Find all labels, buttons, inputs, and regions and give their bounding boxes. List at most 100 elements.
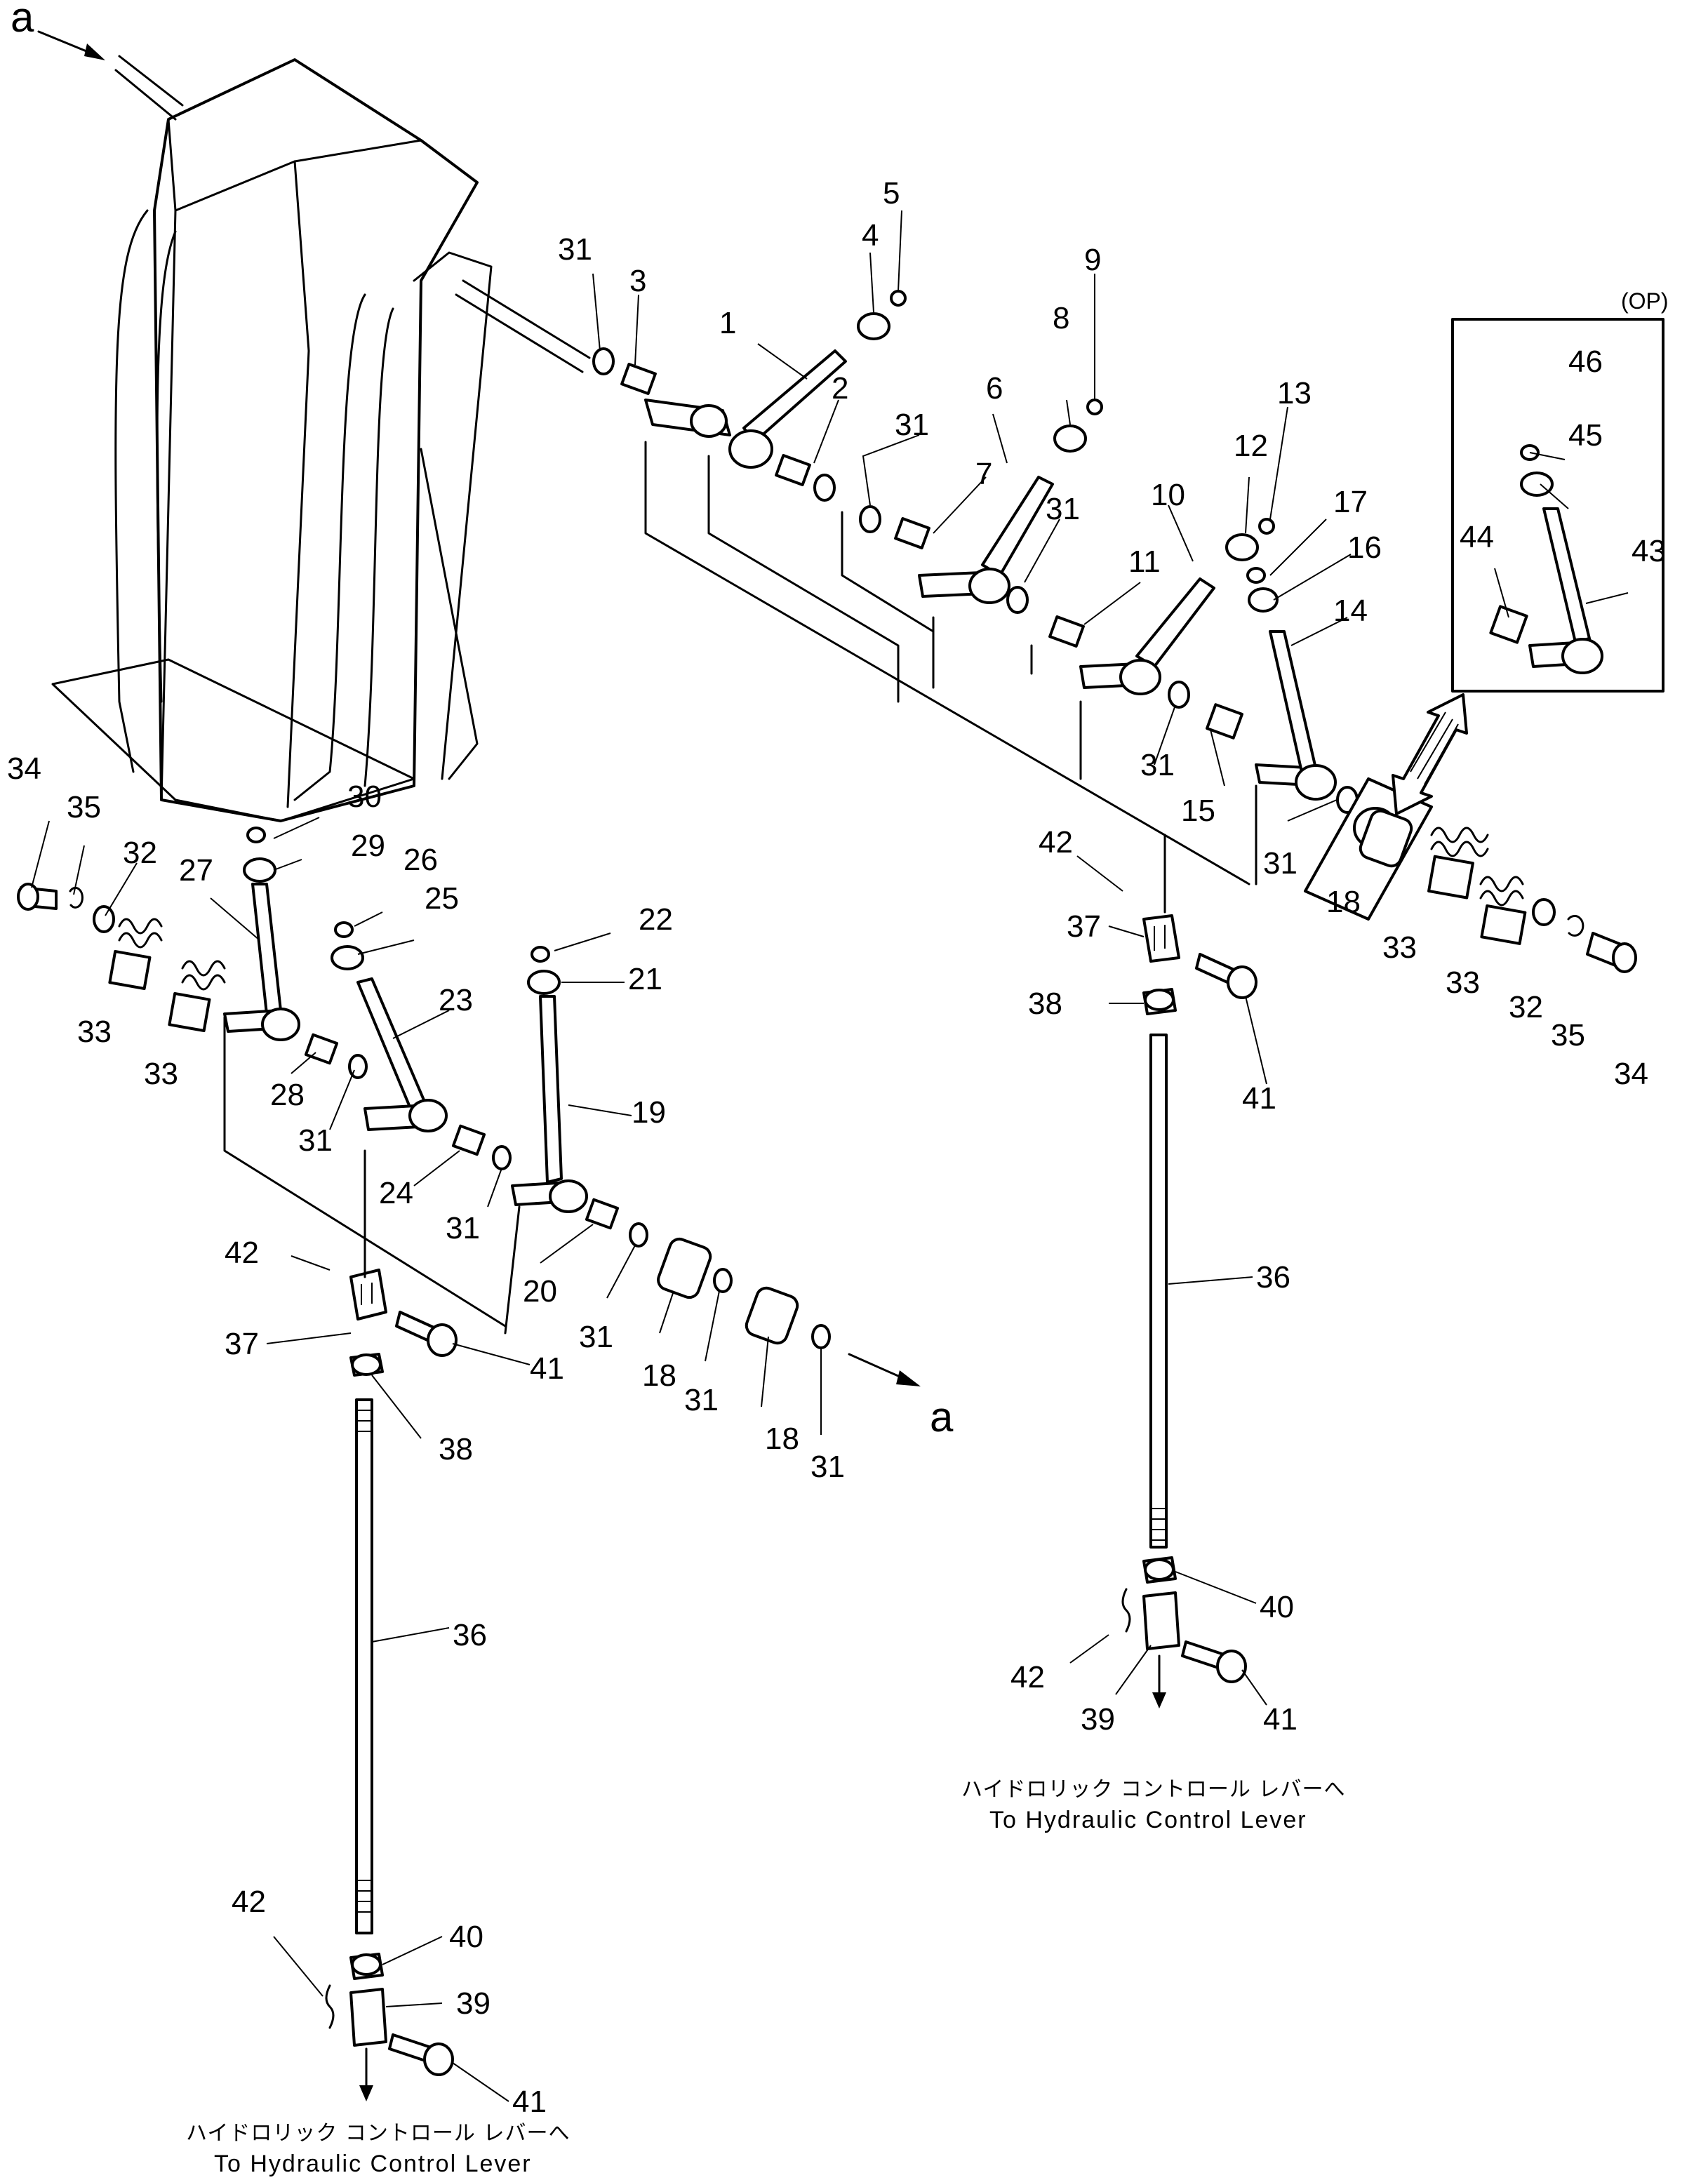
callout-4: 4 <box>862 218 879 253</box>
callout-10: 10 <box>1151 478 1185 512</box>
right-rod-assembly <box>1121 914 1257 1708</box>
control-console-housing <box>51 55 591 822</box>
callout-38b: 38 <box>1028 987 1062 1021</box>
op-label: (OP) <box>1621 288 1669 314</box>
arrow-down-icon <box>359 2085 373 2101</box>
callout-11: 11 <box>1128 544 1161 579</box>
callout-30: 30 <box>347 780 382 814</box>
callout-9: 9 <box>1084 243 1101 277</box>
callout-37a: 37 <box>225 1327 259 1361</box>
callout-37b: 37 <box>1067 909 1101 944</box>
ref-mark-a-bottom: a <box>930 1393 954 1440</box>
callout-15: 15 <box>1181 794 1215 828</box>
callout-42a: 42 <box>225 1236 259 1270</box>
callout-44: 44 <box>1460 520 1494 554</box>
lower-left-lever-shaft <box>17 827 921 1386</box>
callout-42c: 42 <box>1039 825 1073 860</box>
callout-32b: 32 <box>1509 990 1543 1024</box>
callout-31j: 31 <box>810 1450 845 1484</box>
spring-right-b <box>1479 876 1527 945</box>
callout-23: 23 <box>439 983 473 1017</box>
callout-31c: 31 <box>1046 492 1080 526</box>
callout-21: 21 <box>628 962 662 996</box>
callout-35a: 35 <box>67 790 101 824</box>
callout-31f: 31 <box>298 1123 333 1158</box>
caption-en-right: To Hydraulic Control Lever <box>989 1807 1307 1833</box>
callout-38a: 38 <box>439 1432 473 1466</box>
callout-31g: 31 <box>446 1211 480 1245</box>
callout-16: 16 <box>1347 530 1382 565</box>
callout-12: 12 <box>1234 429 1268 463</box>
callout-39b: 39 <box>1081 1702 1115 1737</box>
arrow-icon <box>37 30 105 60</box>
callout-31i: 31 <box>684 1383 719 1417</box>
callout-35b: 35 <box>1551 1018 1585 1052</box>
callout-46: 46 <box>1568 345 1603 379</box>
callout-numbers: 1 2 3 4 5 6 7 8 9 10 11 12 13 14 15 16 1… <box>7 176 1666 2119</box>
callout-31d: 31 <box>1140 748 1175 782</box>
callout-26: 26 <box>403 843 438 877</box>
callout-41a: 41 <box>530 1351 564 1386</box>
callout-41c: 41 <box>1242 1081 1276 1116</box>
callout-43: 43 <box>1632 534 1666 568</box>
callout-13: 13 <box>1277 376 1312 410</box>
callout-31e: 31 <box>1263 846 1297 881</box>
callout-22: 22 <box>639 902 673 937</box>
caption-en-left: To Hydraulic Control Lever <box>214 2151 532 2177</box>
callout-3: 3 <box>629 264 646 298</box>
spring-left-a <box>108 918 163 990</box>
callout-31a: 31 <box>558 232 592 267</box>
callout-41b: 41 <box>512 2085 547 2119</box>
callout-25: 25 <box>425 881 459 916</box>
callout-18b: 18 <box>642 1358 676 1393</box>
callout-18a: 18 <box>1326 885 1361 919</box>
callout-8: 8 <box>1053 301 1069 335</box>
caption-jp-right: ハイドロリック コントロール レバーへ <box>961 1777 1345 1802</box>
callout-33c: 33 <box>1382 930 1417 965</box>
callout-24: 24 <box>379 1176 413 1210</box>
callout-42d: 42 <box>1010 1660 1045 1694</box>
callout-40a: 40 <box>449 1920 483 1954</box>
callout-31h: 31 <box>579 1320 613 1354</box>
callout-28: 28 <box>270 1078 305 1112</box>
arrow-icon <box>848 1353 921 1386</box>
callout-41d: 41 <box>1263 1702 1297 1737</box>
callout-20: 20 <box>523 1274 557 1309</box>
callout-36b: 36 <box>1256 1260 1290 1295</box>
ref-mark-a-top: a <box>11 0 34 41</box>
callout-1: 1 <box>719 306 736 340</box>
caption-jp-left: ハイドロリック コントロール レバーへ <box>186 2121 570 2146</box>
callout-2: 2 <box>832 371 848 406</box>
callout-33d: 33 <box>1446 965 1480 1000</box>
callout-leaders <box>31 210 1629 2102</box>
callout-42b: 42 <box>232 1885 266 1919</box>
callout-34b: 34 <box>1614 1057 1648 1091</box>
spring-left-b <box>168 960 226 1032</box>
callout-33a: 33 <box>77 1015 112 1049</box>
callout-33b: 33 <box>144 1057 178 1091</box>
callout-7: 7 <box>975 457 992 491</box>
callout-17: 17 <box>1333 485 1368 519</box>
callout-36a: 36 <box>453 1618 487 1652</box>
callout-19: 19 <box>632 1095 666 1130</box>
optional-parts-box: (OP) <box>1451 288 1669 693</box>
callout-32a: 32 <box>123 836 157 870</box>
callout-14: 14 <box>1333 594 1368 628</box>
callout-45: 45 <box>1568 418 1603 453</box>
callout-27: 27 <box>179 853 213 888</box>
callout-31b: 31 <box>895 408 929 442</box>
callout-18c: 18 <box>765 1422 799 1456</box>
double-arrow-icon <box>1392 693 1468 815</box>
spring-right-a <box>1427 827 1489 900</box>
upper-lever-shaft <box>592 290 1637 973</box>
arrow-down-icon <box>1152 1692 1166 1708</box>
callout-6: 6 <box>986 371 1003 406</box>
callout-29: 29 <box>351 829 385 863</box>
left-rod-assembly <box>325 1149 458 2101</box>
callout-34a: 34 <box>7 751 41 786</box>
callout-5: 5 <box>883 176 900 210</box>
callout-40b: 40 <box>1260 1590 1294 1624</box>
callout-39a: 39 <box>456 1986 491 2021</box>
